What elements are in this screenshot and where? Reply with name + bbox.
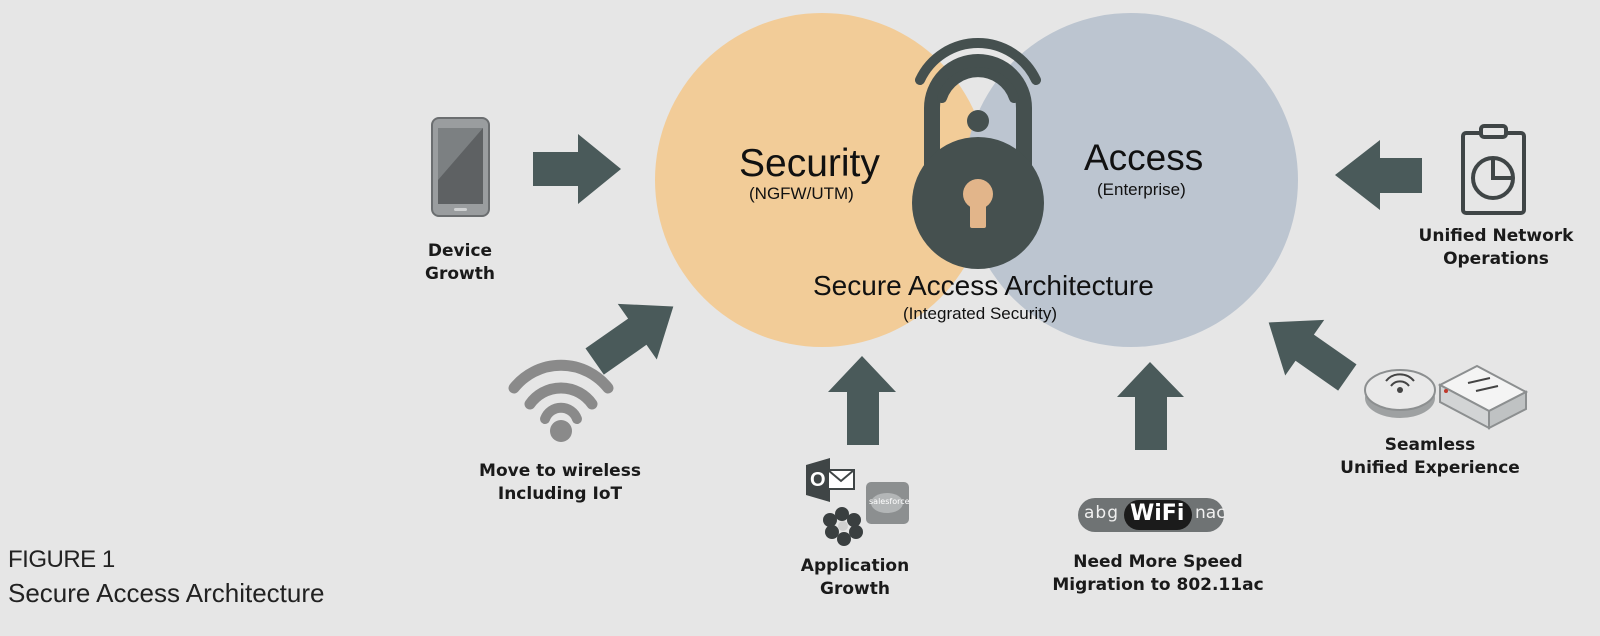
wifi-standards-icon — [1078, 498, 1224, 532]
security-subtitle: (NGFW/UTM) — [749, 184, 854, 203]
arrow-wireless — [585, 303, 674, 375]
access-point-switch-icon — [1364, 364, 1529, 430]
center-title: Secure Access Architecture — [813, 270, 1154, 301]
label-application: Application Growth — [800, 556, 910, 599]
app-logos-icon — [806, 458, 909, 546]
label-wireless: Move to wireless Including IoT — [479, 461, 641, 504]
outlook-letter: O — [810, 469, 826, 491]
access-circle — [964, 13, 1298, 347]
access-subtitle: (Enterprise) — [1097, 180, 1186, 199]
arrow-speed — [1117, 362, 1184, 450]
arrow-seamless — [1268, 319, 1357, 391]
salesforce-text: salesforce — [869, 497, 910, 506]
wifi-badge-right: nac — [1195, 503, 1226, 523]
arrow-operations — [1335, 140, 1422, 210]
wifi-icon — [508, 359, 614, 442]
center-subtitle: (Integrated Security) — [903, 304, 1058, 323]
label-speed: Need More Speed Migration to 802.11ac — [1052, 552, 1264, 595]
access-title: Access — [1084, 137, 1204, 178]
arrow-application — [828, 356, 896, 445]
wifi-badge-word: WiFi — [1130, 501, 1185, 526]
label-seamless: Seamless Unified Experience — [1340, 435, 1520, 478]
smartphone-icon — [431, 117, 490, 217]
figure-caption: Secure Access Architecture — [8, 578, 325, 608]
wifi-badge-left: abg — [1084, 503, 1119, 523]
security-circle — [655, 13, 989, 347]
lock-icon — [912, 38, 1044, 269]
label-device-growth: Device Growth — [425, 241, 495, 284]
security-title: Security — [739, 142, 880, 185]
clipboard-chart-icon — [1461, 124, 1526, 215]
arrow-device-growth — [533, 134, 621, 204]
label-operations: Unified Network Operations — [1418, 226, 1574, 269]
figure-number: FIGURE 1 — [8, 546, 115, 573]
